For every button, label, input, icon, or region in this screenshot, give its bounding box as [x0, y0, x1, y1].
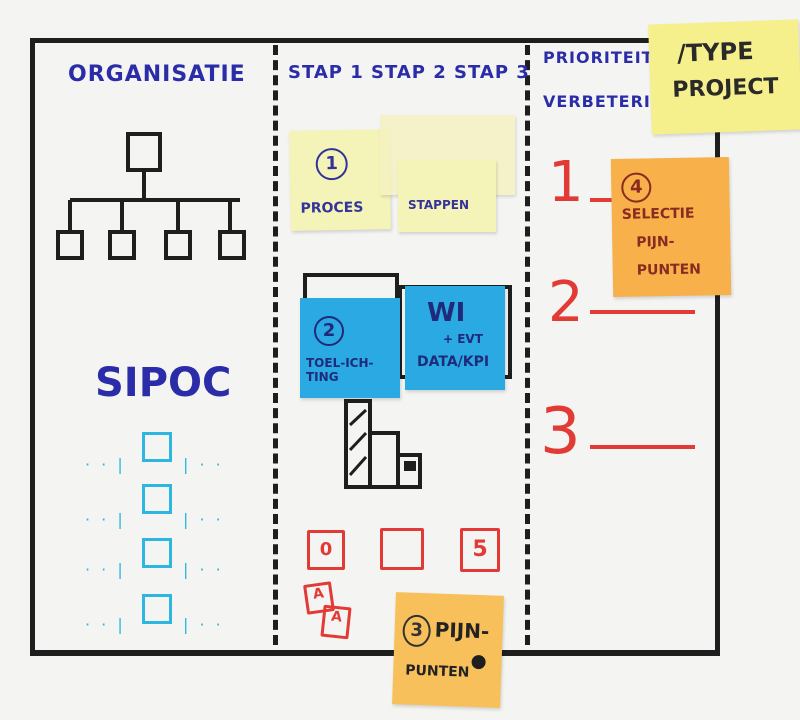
column-title-organisatie: ORGANISATIE [68, 62, 246, 87]
wi-evt-label: + EVT [443, 332, 483, 346]
pijnpunten-line1: PIJN- [434, 617, 490, 644]
sipoc-tick-left: · · | [85, 510, 126, 529]
wi-note: WI + EVT DATA/KPI [405, 286, 505, 390]
sipoc-tick-left: · · | [85, 560, 126, 579]
priority-number: 3 [540, 395, 581, 469]
proces-note: 1 PROCES [289, 129, 391, 231]
sipoc-step-box [142, 484, 172, 514]
bar-chart-sketch [344, 399, 422, 489]
selectie-line1: SELECTIE [621, 205, 695, 223]
sipoc-step-box [142, 538, 172, 568]
type-label: /TYPE [676, 36, 755, 68]
sipoc-tick-right: | · · [183, 615, 224, 634]
column-title-verbetering: VERBETERI [543, 92, 651, 111]
wi-kpi-label: DATA/KPI [417, 354, 490, 370]
column-title-stappen: STAP 1 STAP 2 STAP 3 [288, 62, 530, 83]
sipoc-tick-right: | · · [183, 510, 224, 529]
project-label: PROJECT [671, 74, 779, 103]
sipoc-step-box [142, 432, 172, 462]
toelichting-number: 2 [314, 316, 344, 346]
priority-line [590, 445, 695, 449]
pijnpunten-number: 3 [402, 614, 432, 648]
sipoc-step-box [142, 594, 172, 624]
stappen-label: STAPPEN [408, 198, 470, 212]
priority-number: 1 [548, 150, 584, 215]
selectie-number: 4 [621, 172, 652, 203]
org-chart-drawing [56, 132, 246, 260]
red-small-box: A [320, 604, 352, 640]
sipoc-tick-right: | · · [183, 455, 224, 474]
priority-number: 2 [548, 270, 584, 335]
sipoc-title: SIPOC [95, 360, 232, 406]
selectie-line3: PUNTEN [636, 261, 702, 279]
type-project-note: /TYPE PROJECT [648, 19, 800, 135]
sipoc-tick-left: · · | [85, 615, 126, 634]
column-divider-2 [525, 45, 530, 645]
whiteboard-frame [30, 38, 720, 656]
pijnpunten-note: 3 PIJN- PUNTEN [392, 592, 504, 708]
proces-number: 1 [315, 147, 348, 181]
red-step-box: 5 [460, 528, 500, 572]
priority-line [590, 198, 620, 202]
priority-line [590, 310, 695, 314]
column-divider-1 [273, 45, 278, 645]
selectie-line2: PIJN- [636, 233, 675, 251]
toelichting-note: 2 TOEL-ICH-TING [300, 298, 400, 398]
red-step-box [380, 528, 424, 570]
red-step-box: 0 [307, 530, 345, 570]
proces-label: PROCES [300, 199, 364, 217]
wi-label: WI [427, 298, 466, 328]
pijnpunten-line2: PUNTEN [404, 662, 470, 681]
sipoc-tick-left: · · | [85, 455, 126, 474]
column-title-prioriteit: PRIORITEIT [543, 48, 654, 67]
stappen-note: STAPPEN [398, 160, 496, 232]
toelichting-label: TOEL-ICH-TING [306, 356, 374, 384]
selectie-note: 4 SELECTIE PIJN- PUNTEN [610, 156, 732, 298]
marker-dot [471, 654, 486, 670]
sipoc-tick-right: | · · [183, 560, 224, 579]
